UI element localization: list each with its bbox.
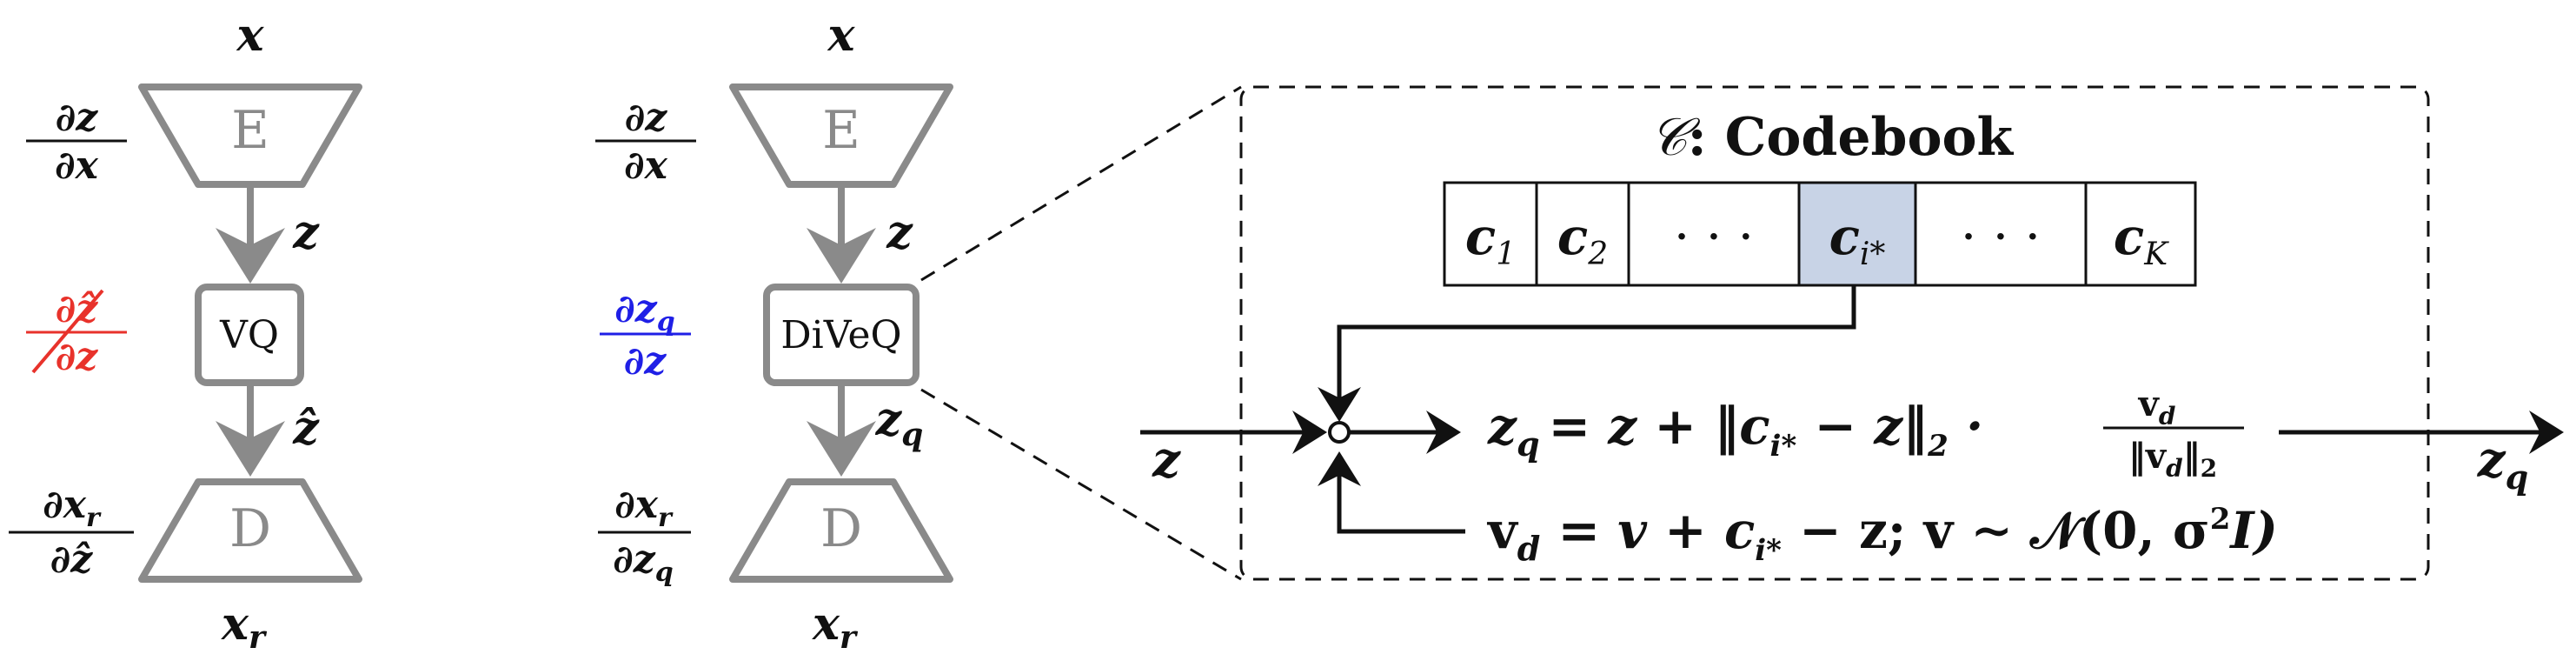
- svg-text:∂z: ∂z: [625, 96, 668, 140]
- svg-text:vd = v + ci* − z; v ∼ 𝒩(0, σ: vd = v + ci* − z; v ∼ 𝒩(0, σ2I): [1486, 501, 2278, 568]
- middle-decoder-label: D: [820, 498, 862, 559]
- svg-text:vd: vd: [2138, 384, 2176, 431]
- left-vq-pipeline: x E ∂z ∂x z VQ ∂ẑ ∂z ẑ D ∂xr ∂ẑ xr: [9, 9, 362, 656]
- output-zq-label: zq: [2477, 431, 2528, 497]
- codebook-cell: [1443, 181, 1538, 287]
- middle-dzq-dz-fraction: ∂zq ∂z: [600, 287, 691, 384]
- svg-text:∂z: ∂z: [56, 96, 99, 140]
- codebook-title: 𝒞: Codebook: [1650, 107, 2015, 168]
- middle-dz-dx-fraction: ∂z ∂x: [595, 96, 696, 188]
- svg-text:∂ẑ: ∂ẑ: [50, 537, 94, 582]
- codebook-row: c1 c2 · · · ci* · · · cK: [1443, 181, 2197, 287]
- equation-vd: vd = v + ci* − z; v ∼ 𝒩(0, σ2I): [1486, 501, 2278, 568]
- codebook-cell-label: cK: [2114, 207, 2169, 272]
- svg-text:∂xr: ∂xr: [43, 483, 102, 533]
- middle-diveq-pipeline: x E ∂z ∂x z DiVeQ ∂zq ∂z zq D ∂xr ∂zq xr: [595, 9, 953, 656]
- left-encoder-label: E: [231, 100, 269, 161]
- input-z-label: z: [1152, 431, 1181, 489]
- svg-text:∂z: ∂z: [624, 339, 667, 384]
- codebook-cell: [1914, 181, 2088, 287]
- codebook-cell-label: c2: [1557, 207, 1608, 272]
- svg-text:∂x: ∂x: [624, 144, 668, 188]
- detail-dashed-frame: [1239, 85, 2430, 581]
- left-gradient-strike: [31, 289, 104, 374]
- summation-node: [1328, 421, 1351, 444]
- codebook-cell-label: ci*: [1829, 207, 1886, 272]
- middle-decoder-trapezoid: [729, 478, 953, 583]
- svg-text:‖vd‖2: ‖vd‖2: [2128, 436, 2217, 483]
- svg-text:∂zq: ∂zq: [614, 287, 674, 337]
- left-input-x-label: x: [236, 9, 264, 62]
- left-dxr-dzhat-fraction: ∂xr ∂ẑ: [9, 483, 134, 582]
- codebook-cell-label: c1: [1465, 207, 1516, 272]
- middle-encoder-trapezoid: [729, 83, 953, 188]
- left-encoder-trapezoid: [138, 83, 362, 188]
- middle-input-x-label: x: [827, 9, 855, 62]
- middle-z-label: z: [886, 206, 913, 259]
- svg-text:∂x: ∂x: [55, 144, 99, 188]
- equation-zq: zq= z + ‖ci* − z‖2 · vd ‖vd‖2: [1487, 384, 2244, 483]
- left-dzhat-dz-fraction-crossed: ∂ẑ ∂z: [26, 287, 127, 379]
- eq2-feedback-connector: [1318, 451, 1465, 534]
- middle-zq-label: zq: [875, 393, 924, 453]
- svg-text:zq= z + ‖ci* − z‖2 ·: zq= z + ‖ci* − z‖2 ·: [1487, 397, 1983, 464]
- left-output-xr-label: xr: [221, 598, 268, 656]
- selected-code-connector: [1318, 285, 1856, 422]
- diveq-detail-panel: 𝒞: Codebook c1 c2 · · · ci* · · · cK z zq= z …: [1140, 85, 2564, 581]
- zoom-connector-lines: [920, 85, 1242, 581]
- codebook-cell-label: · · ·: [1674, 207, 1754, 266]
- middle-output-xr-label: xr: [812, 598, 859, 656]
- left-decoder-label: D: [229, 498, 271, 559]
- codebook-cell-selected: [1797, 181, 1917, 287]
- svg-text:∂xr: ∂xr: [614, 483, 674, 533]
- left-z-label: z: [292, 206, 320, 259]
- codebook-cell-label: · · ·: [1961, 207, 2041, 266]
- left-dz-dx-fraction: ∂z ∂x: [26, 96, 127, 188]
- left-vq-label: VQ: [219, 313, 279, 357]
- left-zhat-label: ẑ: [292, 402, 320, 455]
- svg-text:∂z: ∂z: [56, 335, 99, 379]
- codebook-cell: [2084, 181, 2197, 287]
- codebook-cell: [1627, 181, 1801, 287]
- middle-diveq-label: DiVeQ: [780, 313, 901, 357]
- middle-encoder-label: E: [822, 100, 860, 161]
- middle-dxr-dzq-fraction: ∂xr ∂zq: [598, 483, 691, 588]
- svg-text:∂zq: ∂zq: [613, 537, 673, 588]
- svg-text:∂ẑ: ∂ẑ: [56, 287, 99, 331]
- left-decoder-trapezoid: [138, 478, 362, 583]
